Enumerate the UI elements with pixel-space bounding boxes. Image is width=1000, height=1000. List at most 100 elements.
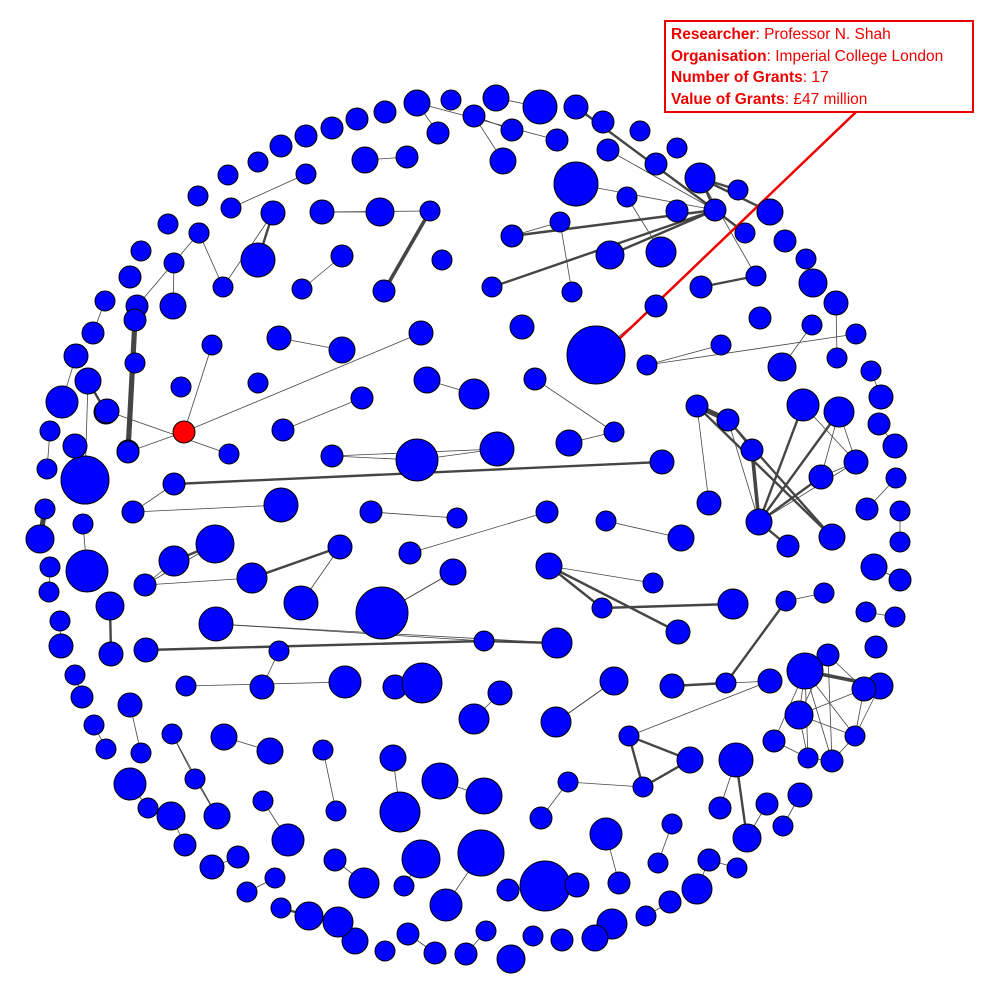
researcher-node[interactable]: [294, 901, 324, 931]
researcher-node[interactable]: [403, 89, 431, 117]
researcher-node[interactable]: [45, 385, 79, 419]
researcher-node[interactable]: [158, 545, 190, 577]
researcher-node[interactable]: [473, 630, 495, 652]
researcher-node[interactable]: [635, 905, 657, 927]
researcher-node[interactable]: [203, 802, 231, 830]
researcher-node[interactable]: [801, 314, 823, 336]
researcher-node[interactable]: [685, 394, 709, 418]
researcher-node[interactable]: [564, 872, 590, 898]
researcher-node[interactable]: [70, 685, 94, 709]
researcher-node[interactable]: [421, 762, 459, 800]
researcher-node[interactable]: [458, 703, 490, 735]
researcher-node[interactable]: [755, 792, 779, 816]
researcher-node[interactable]: [757, 668, 783, 694]
researcher-node[interactable]: [818, 523, 846, 551]
researcher-node[interactable]: [401, 839, 441, 879]
researcher-node[interactable]: [195, 524, 235, 564]
researcher-node[interactable]: [644, 294, 668, 318]
researcher-node[interactable]: [618, 725, 640, 747]
researcher-node[interactable]: [95, 591, 125, 621]
researcher-node[interactable]: [522, 89, 558, 125]
researcher-node[interactable]: [426, 121, 450, 145]
researcher-node[interactable]: [130, 240, 152, 262]
researcher-node[interactable]: [820, 749, 844, 773]
researcher-node[interactable]: [64, 664, 86, 686]
researcher-node[interactable]: [270, 897, 292, 919]
researcher-node[interactable]: [710, 334, 732, 356]
researcher-node[interactable]: [327, 534, 353, 560]
researcher-node[interactable]: [767, 352, 797, 382]
researcher-node[interactable]: [95, 738, 117, 760]
researcher-node[interactable]: [408, 320, 434, 346]
researcher-node[interactable]: [553, 161, 599, 207]
researcher-node[interactable]: [599, 666, 629, 696]
researcher-node[interactable]: [772, 815, 794, 837]
researcher-node[interactable]: [549, 211, 571, 233]
researcher-node[interactable]: [374, 940, 396, 962]
researcher-node[interactable]: [295, 163, 317, 185]
researcher-node[interactable]: [350, 386, 374, 410]
researcher-node[interactable]: [325, 800, 347, 822]
researcher-node[interactable]: [395, 145, 419, 169]
researcher-node[interactable]: [249, 674, 275, 700]
researcher-node[interactable]: [855, 601, 877, 623]
researcher-node[interactable]: [328, 336, 356, 364]
researcher-node[interactable]: [762, 729, 786, 753]
researcher-node[interactable]: [268, 640, 290, 662]
researcher-node[interactable]: [589, 817, 623, 851]
researcher-node[interactable]: [816, 643, 840, 667]
researcher-node[interactable]: [681, 873, 713, 905]
researcher-node[interactable]: [117, 692, 143, 718]
researcher-node[interactable]: [201, 334, 223, 356]
researcher-node[interactable]: [647, 852, 669, 874]
researcher-node[interactable]: [595, 510, 617, 532]
researcher-node[interactable]: [328, 665, 362, 699]
researcher-node[interactable]: [123, 308, 147, 332]
researcher-node[interactable]: [715, 672, 737, 694]
researcher-node[interactable]: [697, 848, 721, 872]
researcher-node[interactable]: [561, 281, 583, 303]
researcher-node[interactable]: [240, 242, 276, 278]
researcher-node[interactable]: [689, 275, 713, 299]
researcher-node[interactable]: [563, 94, 589, 120]
researcher-node[interactable]: [113, 767, 147, 801]
researcher-node[interactable]: [188, 222, 210, 244]
researcher-node[interactable]: [312, 739, 334, 761]
researcher-node[interactable]: [555, 429, 583, 457]
researcher-node[interactable]: [665, 199, 689, 223]
researcher-node[interactable]: [345, 107, 369, 131]
researcher-node[interactable]: [210, 723, 238, 751]
researcher-node[interactable]: [465, 777, 503, 815]
researcher-node[interactable]: [283, 585, 319, 621]
researcher-node[interactable]: [864, 635, 888, 659]
researcher-node[interactable]: [844, 725, 866, 747]
researcher-node[interactable]: [786, 388, 820, 422]
researcher-node[interactable]: [98, 641, 124, 667]
researcher-node[interactable]: [773, 229, 797, 253]
researcher-node[interactable]: [398, 541, 422, 565]
researcher-node[interactable]: [65, 549, 109, 593]
researcher-node[interactable]: [808, 464, 834, 490]
researcher-node[interactable]: [440, 89, 462, 111]
researcher-node[interactable]: [372, 279, 396, 303]
researcher-node[interactable]: [603, 421, 625, 443]
researcher-node[interactable]: [540, 706, 572, 738]
researcher-node[interactable]: [557, 771, 579, 793]
researcher-node[interactable]: [496, 944, 526, 974]
researcher-node[interactable]: [320, 116, 344, 140]
researcher-node[interactable]: [159, 292, 187, 320]
researcher-node[interactable]: [659, 673, 685, 699]
researcher-node[interactable]: [157, 213, 179, 235]
researcher-node[interactable]: [787, 782, 813, 808]
researcher-node[interactable]: [457, 829, 505, 877]
researcher-node[interactable]: [38, 581, 60, 603]
researcher-node[interactable]: [748, 306, 772, 330]
researcher-node[interactable]: [632, 776, 654, 798]
researcher-node[interactable]: [263, 487, 299, 523]
researcher-node[interactable]: [718, 742, 754, 778]
researcher-node[interactable]: [431, 249, 453, 271]
researcher-node[interactable]: [740, 438, 764, 462]
researcher-node[interactable]: [175, 675, 197, 697]
researcher-node[interactable]: [882, 433, 908, 459]
researcher-node[interactable]: [509, 314, 535, 340]
